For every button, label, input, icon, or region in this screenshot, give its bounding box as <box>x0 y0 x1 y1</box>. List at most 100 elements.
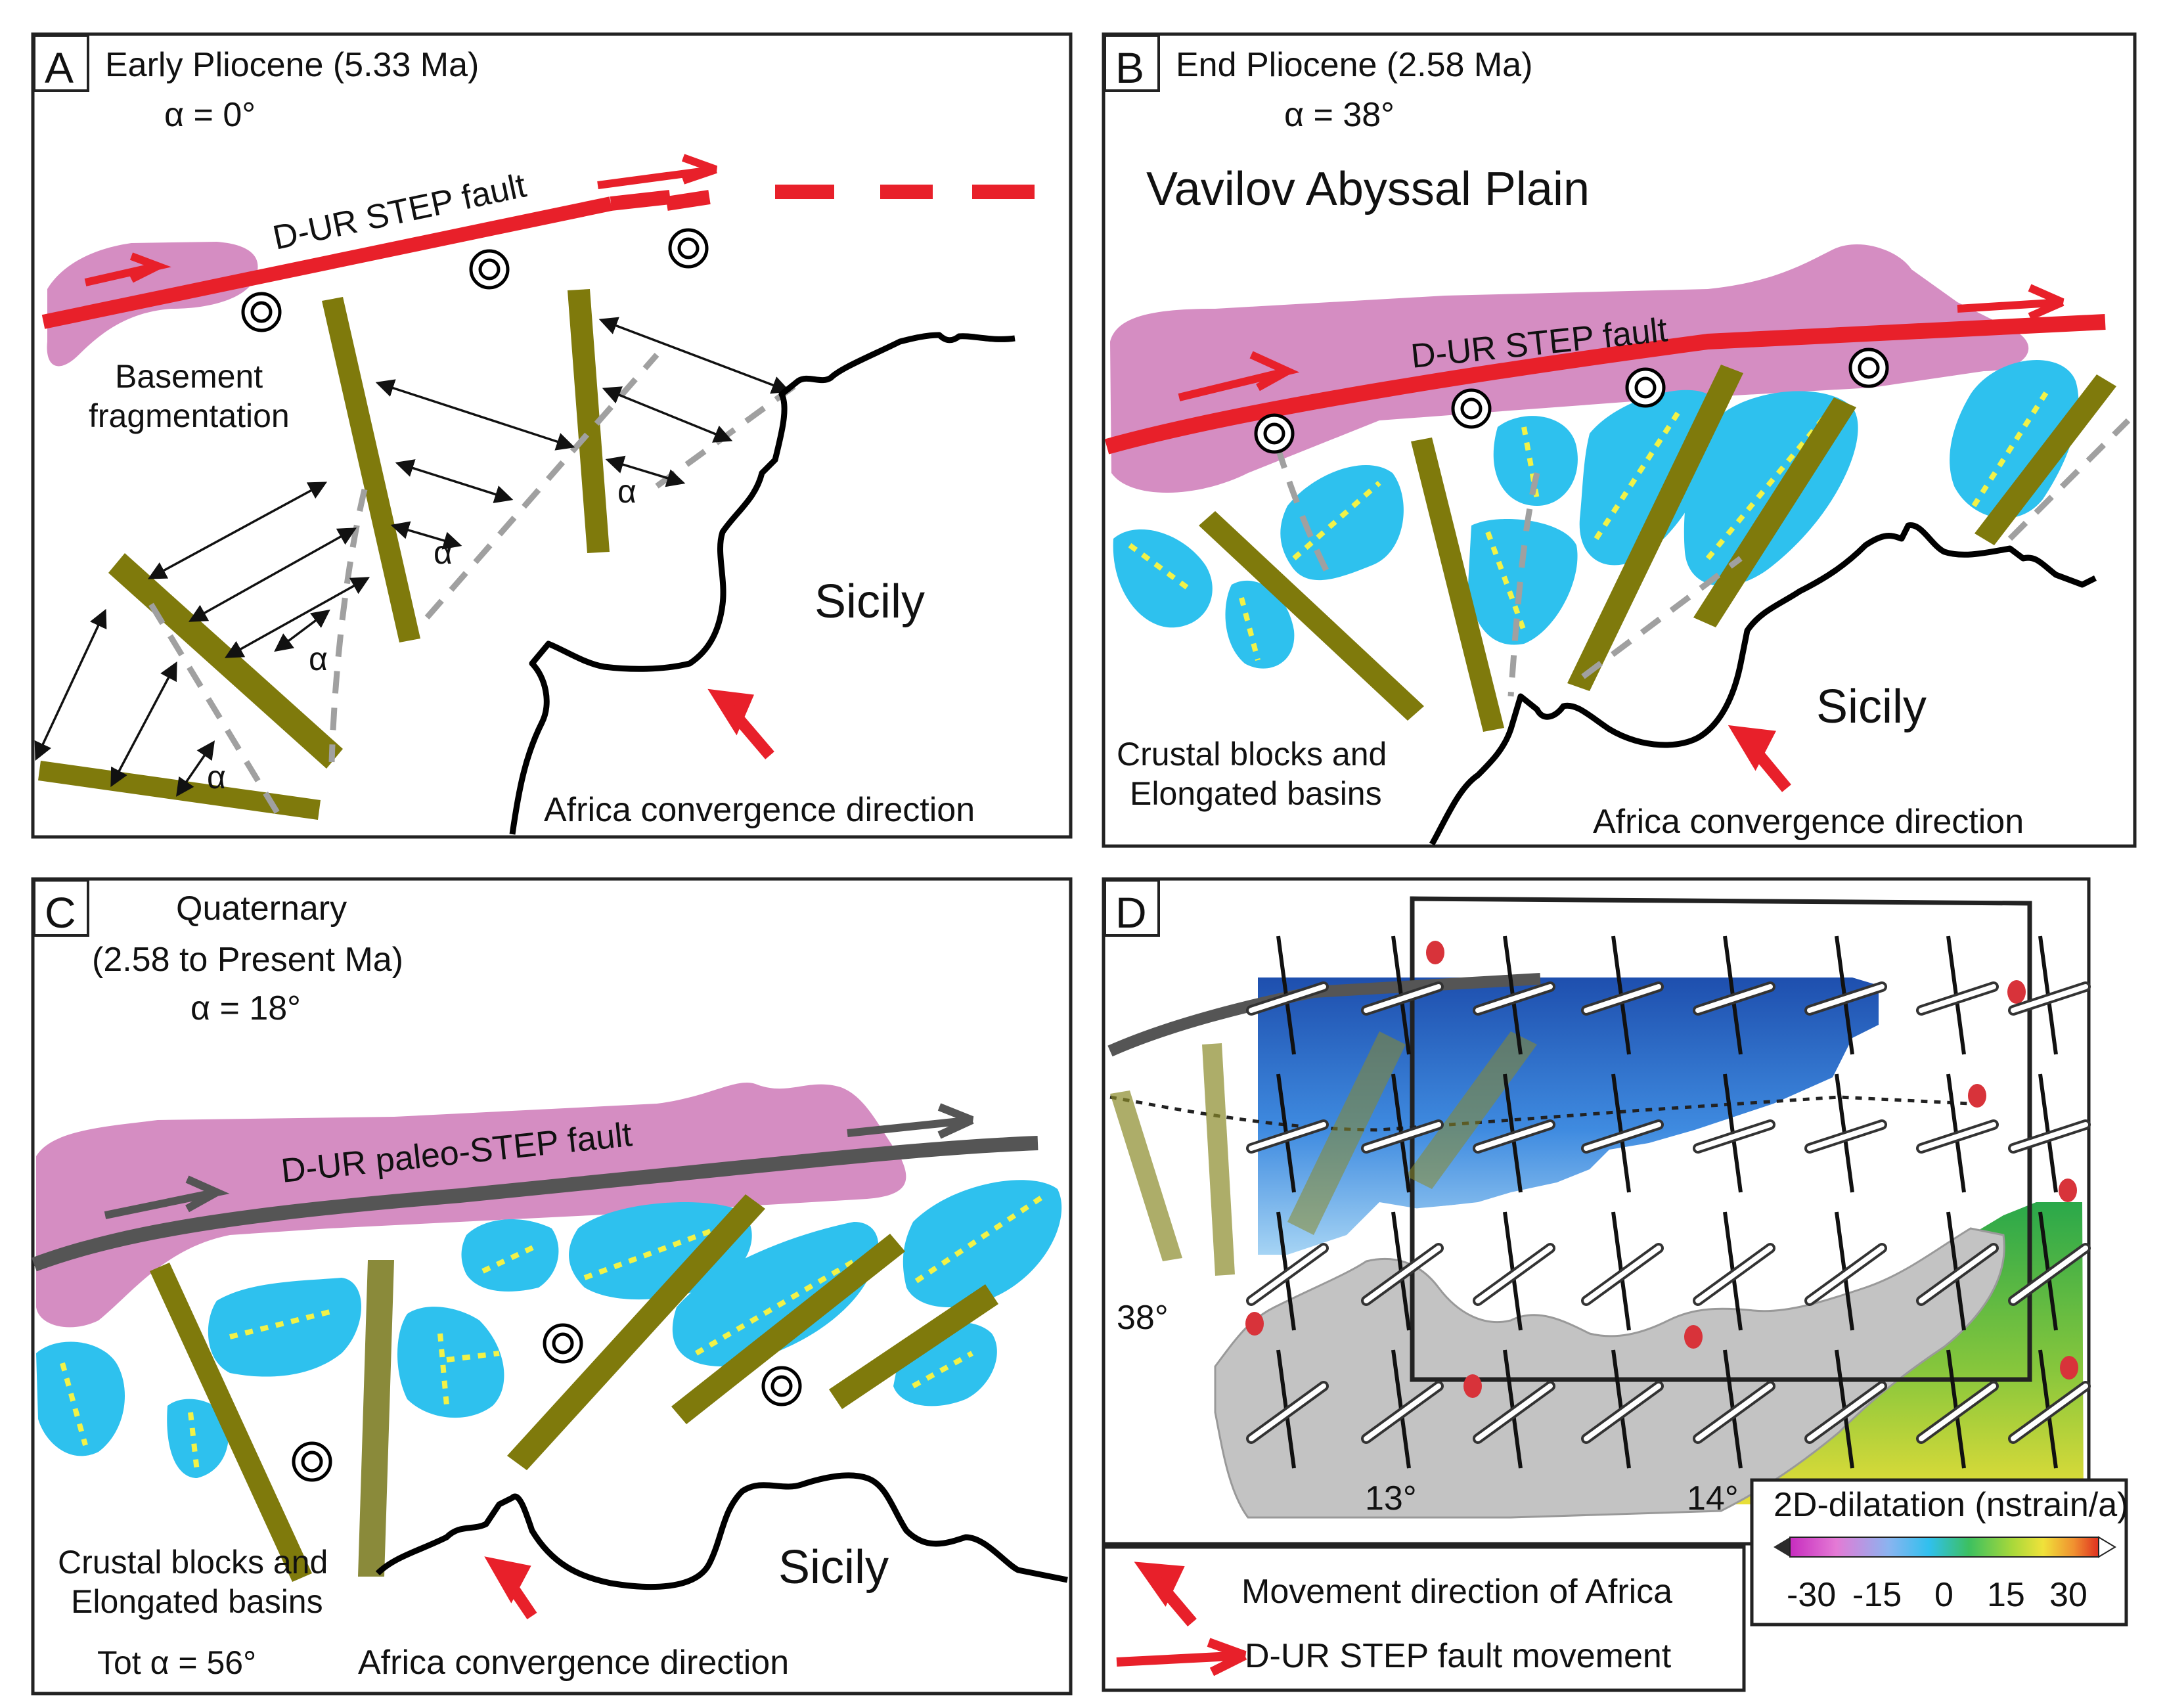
strain-glyph-grid <box>1246 935 2091 1469</box>
strain-glyph <box>2008 1211 2091 1331</box>
rotation-reference-line <box>424 353 659 619</box>
crustal-rod <box>322 297 420 642</box>
rotation-icon <box>469 249 510 290</box>
strain-glyph <box>1581 1211 1664 1331</box>
basin-axis <box>1485 531 1527 632</box>
colorbar-tick: 0 <box>1934 1576 1953 1614</box>
crustal-block <box>1493 416 1578 506</box>
crustal-rod <box>568 289 610 553</box>
crustal-block <box>397 1307 504 1418</box>
panel-d-letter-box <box>1104 879 1160 937</box>
strain-glyph <box>2008 1073 2091 1193</box>
paleo-step-fault-line <box>32 1136 1038 1272</box>
rotation-reference-line <box>2007 418 2131 541</box>
strain-glyph <box>1916 935 1999 1055</box>
africa-convergence-arrow <box>1728 725 1791 792</box>
blocks-label-line2: Elongated basins <box>71 1583 323 1620</box>
basin-axis <box>1521 426 1540 500</box>
strain-glyph <box>1246 1073 1329 1193</box>
crustal-rod <box>150 1263 312 1582</box>
panel-a-letter-box <box>33 34 89 92</box>
crustal-rod <box>1202 1043 1235 1276</box>
panel-c-subtitle: (2.58 to Present Ma) <box>92 941 403 979</box>
crustal-rod <box>507 1194 765 1470</box>
strain-glyph <box>1804 1073 1887 1193</box>
basement-label-line1: Basement <box>115 358 263 395</box>
colorbar-tick: 30 <box>2049 1576 2087 1614</box>
strain-glyph <box>1804 1349 1887 1469</box>
dotted-boundary <box>1109 1095 1971 1132</box>
step-fault-line <box>1104 314 2106 455</box>
rotation-icon <box>1254 413 1295 454</box>
rotation-icon <box>543 1323 583 1364</box>
panel-c-sicily-label: Sicily <box>778 1541 889 1594</box>
basin-axis <box>912 1351 973 1389</box>
seismic-station-markers <box>1245 941 2078 1398</box>
fault-motion-arrow-right <box>1957 284 2065 321</box>
longitude-label-14: 14° <box>1687 1479 1739 1517</box>
step-fault-line <box>41 196 613 329</box>
blocks-label-line2: Elongated basins <box>1130 775 1382 812</box>
colorbar-title: 2D-dilatation (nstrain/a) <box>1774 1486 2128 1524</box>
colorbar-tick: 15 <box>1987 1576 2025 1614</box>
latitude-label: 38° <box>1117 1299 1169 1337</box>
panel-a-title: Early Pliocene (5.33 Ma) <box>105 46 479 84</box>
strain-glyph <box>1693 1211 1775 1331</box>
panel-a-letter: A <box>45 43 74 92</box>
panel-b-sicily-label: Sicily <box>1816 681 1927 733</box>
rotation-reference-line <box>1274 445 1330 573</box>
strain-glyph <box>1916 1211 1999 1331</box>
rotation-icon <box>1451 388 1492 429</box>
strain-glyph <box>1246 1349 1329 1469</box>
basin-axis <box>1239 596 1261 662</box>
alpha-angle-label: α <box>309 640 328 677</box>
panel-a-convergence-label: Africa convergence direction <box>544 791 975 829</box>
crustal-rod <box>1406 1031 1537 1189</box>
strain-glyph <box>1804 935 1887 1055</box>
strain-glyph <box>1804 1211 1887 1331</box>
panel-c-frame <box>31 877 1073 1696</box>
panel-a-sicily-label: Sicily <box>815 575 925 628</box>
crustal-block <box>672 1222 879 1366</box>
strain-glyph <box>1361 1349 1444 1469</box>
legend-fault-label: D-UR STEP fault movement <box>1245 1637 1672 1675</box>
panel-b-alpha: α = 38° <box>1284 96 1395 134</box>
crustal-rod <box>1567 365 1743 691</box>
strain-glyph <box>1473 1211 1555 1331</box>
strain-glyph <box>1581 1073 1664 1193</box>
panel-b: B End Pliocene (2.58 Ma) α = 38° Vavilov… <box>1102 32 2137 848</box>
alpha-angle-label: α <box>617 473 636 510</box>
basin-axis <box>1292 481 1381 560</box>
rotation-icon <box>292 1441 332 1482</box>
basin-axis <box>1128 543 1194 594</box>
africa-convergence-arrow <box>707 688 774 759</box>
rotation-reference-line <box>1581 556 1743 679</box>
crustal-block <box>1950 359 2079 518</box>
strain-glyph <box>2008 935 2091 1055</box>
fault-motion-arrow-left <box>104 1175 230 1219</box>
basement-label-line2: fragmentation <box>89 397 290 434</box>
strain-glyph <box>1361 1211 1444 1331</box>
basin-axis <box>437 1333 500 1406</box>
rotation-icon <box>241 292 282 332</box>
panel-b-frame <box>1102 32 2137 848</box>
strain-glyph <box>1246 1211 1329 1331</box>
panel-a-frame <box>31 32 1073 839</box>
fault-movement-icon <box>1116 1638 1247 1676</box>
crustal-rod <box>1693 397 1856 627</box>
crustal-block <box>1579 390 1718 566</box>
basement-fragmentation-zone <box>36 1082 906 1328</box>
step-fault-dashed-extension <box>665 185 1035 211</box>
panel-c-convergence-label: Africa convergence direction <box>358 1644 789 1682</box>
strain-glyph <box>1473 935 1555 1055</box>
panel-b-letter: B <box>1115 43 1144 92</box>
panel-c-alpha: α = 18° <box>190 989 301 1027</box>
legend-movement-label: Movement direction of Africa <box>1241 1573 1672 1611</box>
crustal-block <box>461 1219 559 1292</box>
crustal-block <box>167 1399 229 1478</box>
crustal-rod <box>1110 1090 1182 1261</box>
rotation-reference-line <box>148 602 285 823</box>
basin-axis <box>1971 386 2052 508</box>
fault-motion-arrow-right <box>847 1103 974 1139</box>
